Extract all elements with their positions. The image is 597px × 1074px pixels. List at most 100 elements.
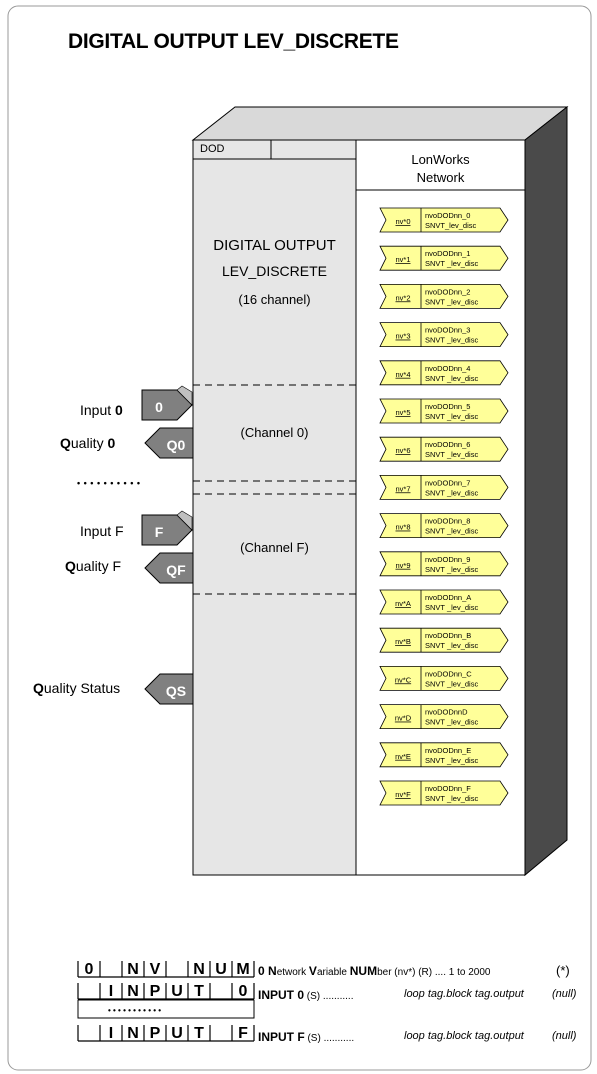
nv-tag-type: SNVT _lev_disc xyxy=(425,527,478,536)
grid-cell-char: T xyxy=(194,983,204,1000)
nv-tag-shape xyxy=(379,283,509,309)
nv-tag-index: nv*3 xyxy=(395,332,410,341)
param-row-nvnum-default: (*) xyxy=(556,963,570,978)
nv-tag-type: SNVT _lev_disc xyxy=(425,297,478,306)
nv-tag-shape xyxy=(379,322,509,348)
block-side-face xyxy=(524,105,568,877)
nv-tag-name: nvoDODnn_6 xyxy=(425,440,470,449)
param-row-input0-default: (null) xyxy=(552,988,577,1000)
page-title: DIGITAL OUTPUT LEV_DISCRETE xyxy=(68,30,399,53)
grid-cell-char: 0 xyxy=(85,961,94,978)
param-row-input0: INPUT 0 (S) ........... xyxy=(258,988,354,1002)
inputF-port: F xyxy=(141,510,193,546)
nv-tag-type: SNVT _lev_disc xyxy=(425,679,478,688)
grid-cell-char: N xyxy=(127,1025,139,1042)
nv-tag-shape xyxy=(379,551,509,577)
grid-cell-char: M xyxy=(236,961,249,978)
grid-cell-char: P xyxy=(150,1025,161,1042)
grid-cell-char: V xyxy=(150,961,161,978)
nv-tag-index: nv*7 xyxy=(395,484,410,493)
nv-tag-name: nvoDODnn_C xyxy=(425,669,472,678)
nv-tag-index: nv*B xyxy=(395,637,411,646)
grid-cell-char: I xyxy=(109,983,113,1000)
nv-tag-index: nv*2 xyxy=(395,293,410,302)
nv-tag-shape xyxy=(379,589,509,615)
grid-cell-char: T xyxy=(194,1025,204,1042)
inputF-tab: F xyxy=(155,524,164,540)
grid-cell-char: P xyxy=(150,983,161,1000)
block-function-area xyxy=(192,139,357,876)
quality0-tab: Q0 xyxy=(167,437,186,453)
nv-tag-name: nvoDODnn_8 xyxy=(425,517,470,526)
nv-tag-type: SNVT _lev_disc xyxy=(425,603,478,612)
inputF-label: Input F xyxy=(80,523,124,539)
nv-tag-type: SNVT _lev_disc xyxy=(425,794,478,803)
ellipsis-dots: • • • • • • • • • • xyxy=(77,478,141,488)
nv-tag-shape xyxy=(379,704,509,729)
grid-cell-char: U xyxy=(171,983,183,1000)
grid-cell-char: N xyxy=(127,983,139,1000)
input0-port: 0 xyxy=(141,385,193,421)
block-tag: DOD xyxy=(200,143,225,155)
qualityF-label: Quality F xyxy=(65,558,122,574)
qstatus-tab: QS xyxy=(166,683,186,699)
nv-tag-name: nvoDODnn_7 xyxy=(425,478,470,487)
quality0-label: Quality 0 xyxy=(60,435,116,451)
qstatus-port: QS xyxy=(144,673,194,705)
nv-tag-name: nvoDODnn_F xyxy=(425,784,471,793)
channel-count: (16 channel) xyxy=(238,292,311,307)
grid-dots: • • • • • • • • • • • xyxy=(108,1006,161,1015)
input0-label: Input 0 xyxy=(80,402,123,418)
param-row-input0-desc: loop tag.block tag.output xyxy=(404,988,524,1000)
channel0-label: (Channel 0) xyxy=(240,425,309,440)
nv-tag-index: nv*1 xyxy=(395,255,410,264)
nv-tag-shape xyxy=(379,245,509,271)
nv-tag-shape xyxy=(379,207,509,233)
nv-tag-shape xyxy=(379,780,509,806)
nv-tag-index: nv*F xyxy=(395,790,411,799)
nv-tag-name: nvoDODnn_4 xyxy=(425,364,470,373)
param-row-inputF-desc: loop tag.block tag.output xyxy=(404,1030,524,1042)
nv-tag-type: SNVT _lev_disc xyxy=(425,412,478,421)
nv-tag-index: nv*D xyxy=(395,714,412,723)
param-row-inputF-default: (null) xyxy=(552,1030,577,1042)
grid-cell-char: N xyxy=(193,961,205,978)
nv-tag-index: nv*E xyxy=(395,752,411,761)
grid-cell-char: U xyxy=(215,961,227,978)
block-name-line2: LEV_DISCRETE xyxy=(221,263,328,279)
nv-tag-index: nv*C xyxy=(395,675,412,684)
nv-tag-name: nvoDODnn_1 xyxy=(425,249,470,258)
nv-tag-name: nvoDODnn_0 xyxy=(425,211,470,220)
input0-tab: 0 xyxy=(155,399,163,415)
block-top-face xyxy=(191,106,569,141)
nv-tag-name: nvoDODnn_9 xyxy=(425,555,470,564)
nv-tag-shape xyxy=(379,666,509,691)
block-name-line1: DIGITAL OUTPUT xyxy=(213,237,336,254)
nv-tag-index: nv*5 xyxy=(395,408,410,417)
nv-tag-shape xyxy=(379,436,509,462)
nv-tag-name: nvoDODnn_E xyxy=(425,746,471,755)
network-label-line2: Network xyxy=(416,170,465,185)
grid-separator-band xyxy=(77,999,255,1019)
qualityF-port: QF xyxy=(144,552,194,584)
nv-tag-name: nvoDODnnD xyxy=(425,708,468,717)
nv-tag-type: SNVT _lev_disc xyxy=(425,756,478,765)
param-row-nvnum: 0 Network Variable NUMber (nv*) (R) ....… xyxy=(258,964,491,978)
nv-tag-type: SNVT _lev_disc xyxy=(425,488,478,497)
grid-cell-char: 0 xyxy=(239,983,248,1000)
nv-tag-type: SNVT _lev_disc xyxy=(425,565,478,574)
